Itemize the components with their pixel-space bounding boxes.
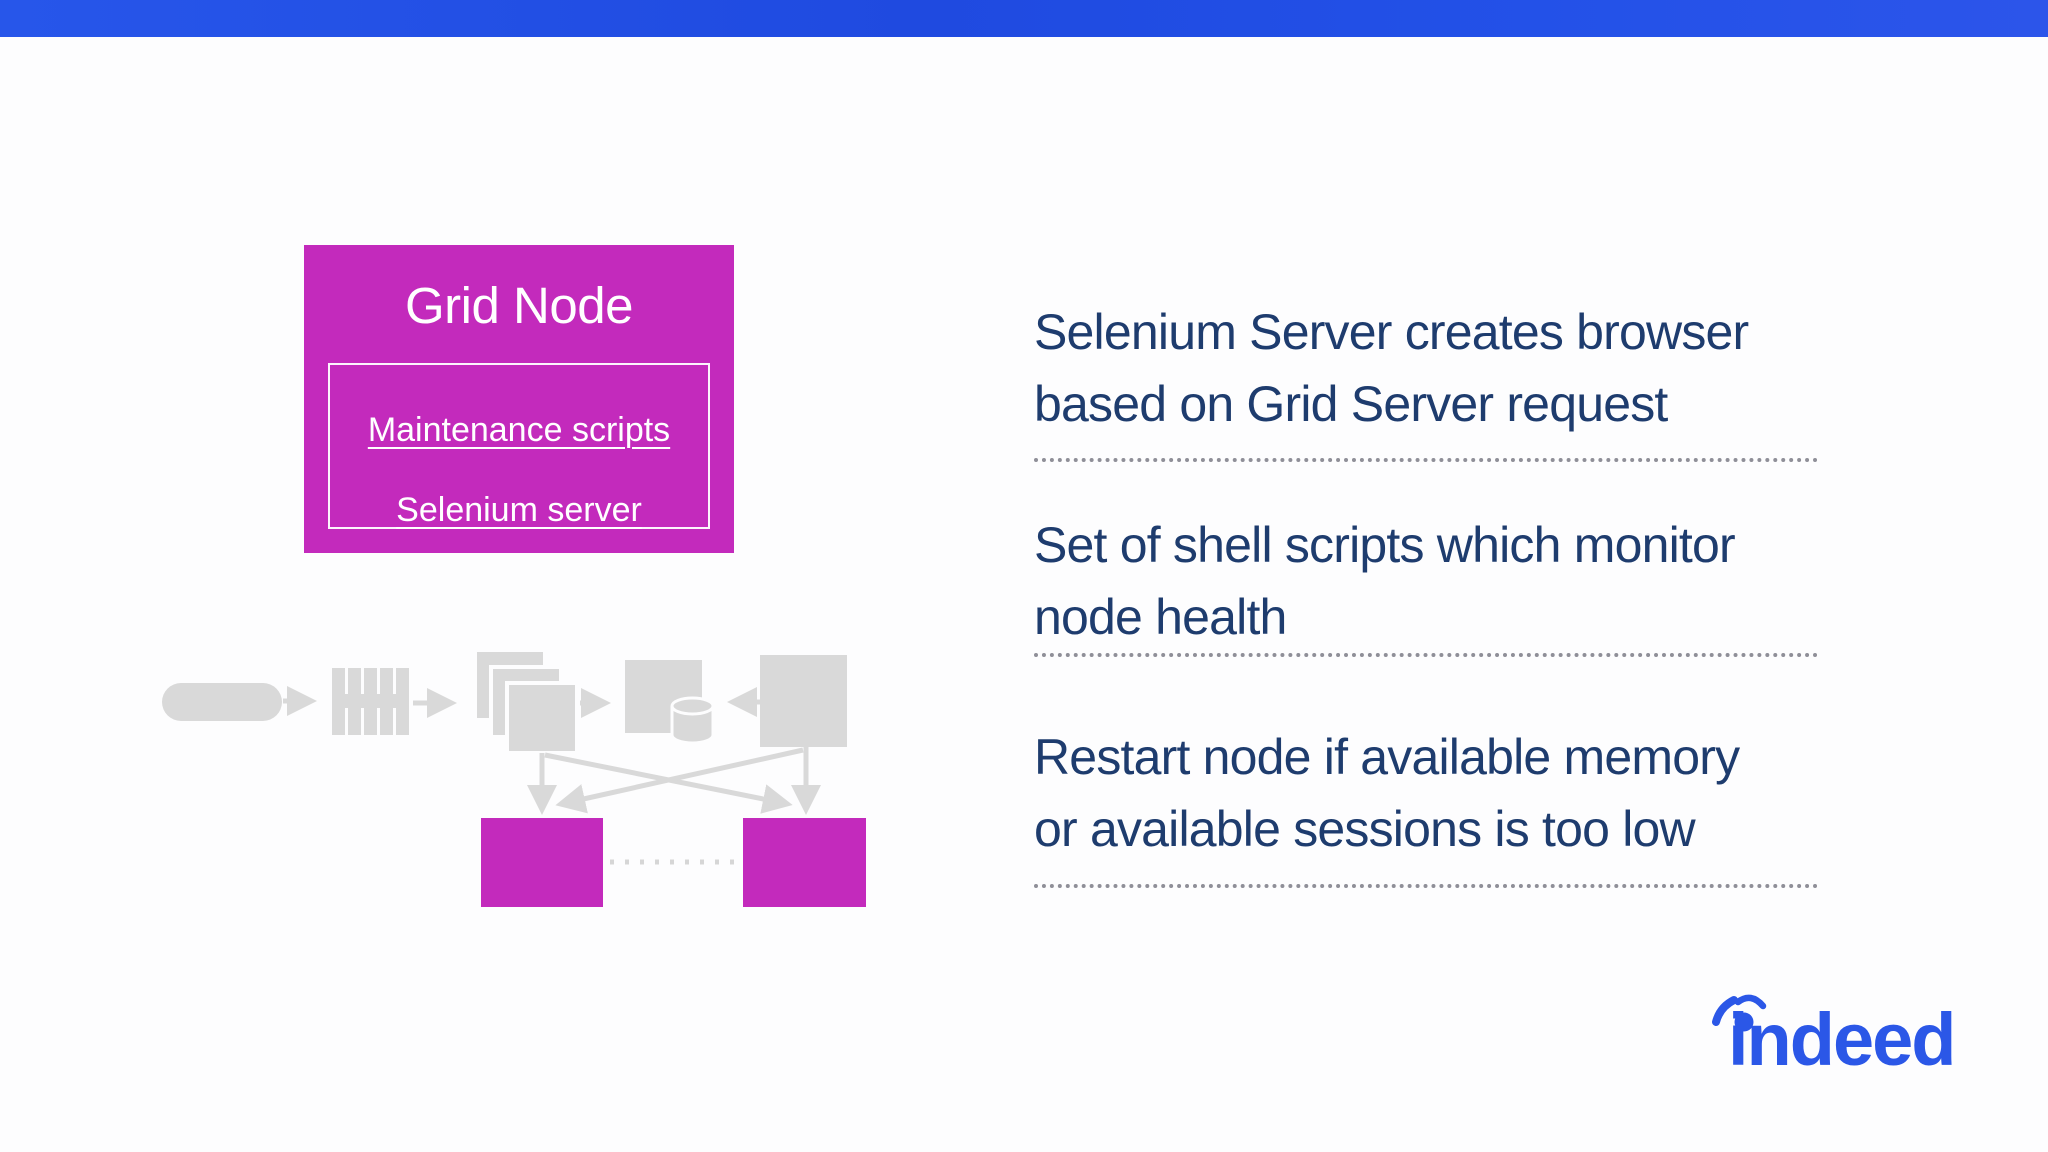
documents-stack-icon [473, 648, 579, 755]
queue-icon [332, 668, 409, 735]
database-server-icon [625, 660, 715, 745]
note-3-line-1: Restart node if available memory [1034, 729, 1740, 785]
logo-wordmark: indeed [1728, 998, 1954, 1081]
server-box-icon [760, 655, 847, 747]
note-1-separator [1034, 458, 1818, 462]
note-2-line-1: Set of shell scripts which monitor [1034, 517, 1736, 573]
note-1-line-2: based on Grid Server request [1034, 376, 1668, 432]
indeed-logo: indeed [1712, 994, 1956, 1081]
logo-swoosh-left [1712, 996, 1738, 1026]
note-3-line-2: or available sessions is too low [1034, 801, 1696, 857]
note-2-line-2: node health [1034, 589, 1287, 645]
selenium-server-label: Selenium server [396, 491, 642, 529]
node-box-left [481, 818, 603, 907]
note-3-separator [1034, 884, 1818, 888]
note-1-line-1: Selenium Server creates browser [1034, 304, 1749, 360]
note-2-separator [1034, 653, 1818, 657]
grid-node-components-box: Maintenance scripts Selenium server [328, 363, 710, 529]
pipeline-diagram [162, 648, 866, 907]
logo-i-dot [1734, 1012, 1754, 1032]
pill-node-icon [162, 683, 282, 721]
node-box-right [743, 818, 866, 907]
connector-server-to-left-node [555, 747, 804, 814]
grid-node-title: Grid Node [405, 277, 633, 334]
top-accent-bar [0, 0, 2048, 37]
maintenance-scripts-label: Maintenance scripts [367, 411, 671, 449]
grid-node-box: Grid Node Maintenance scripts Selenium s… [304, 245, 734, 553]
logo-swoosh-right [1734, 994, 1767, 1010]
connector-docs-to-right-node [544, 752, 793, 814]
